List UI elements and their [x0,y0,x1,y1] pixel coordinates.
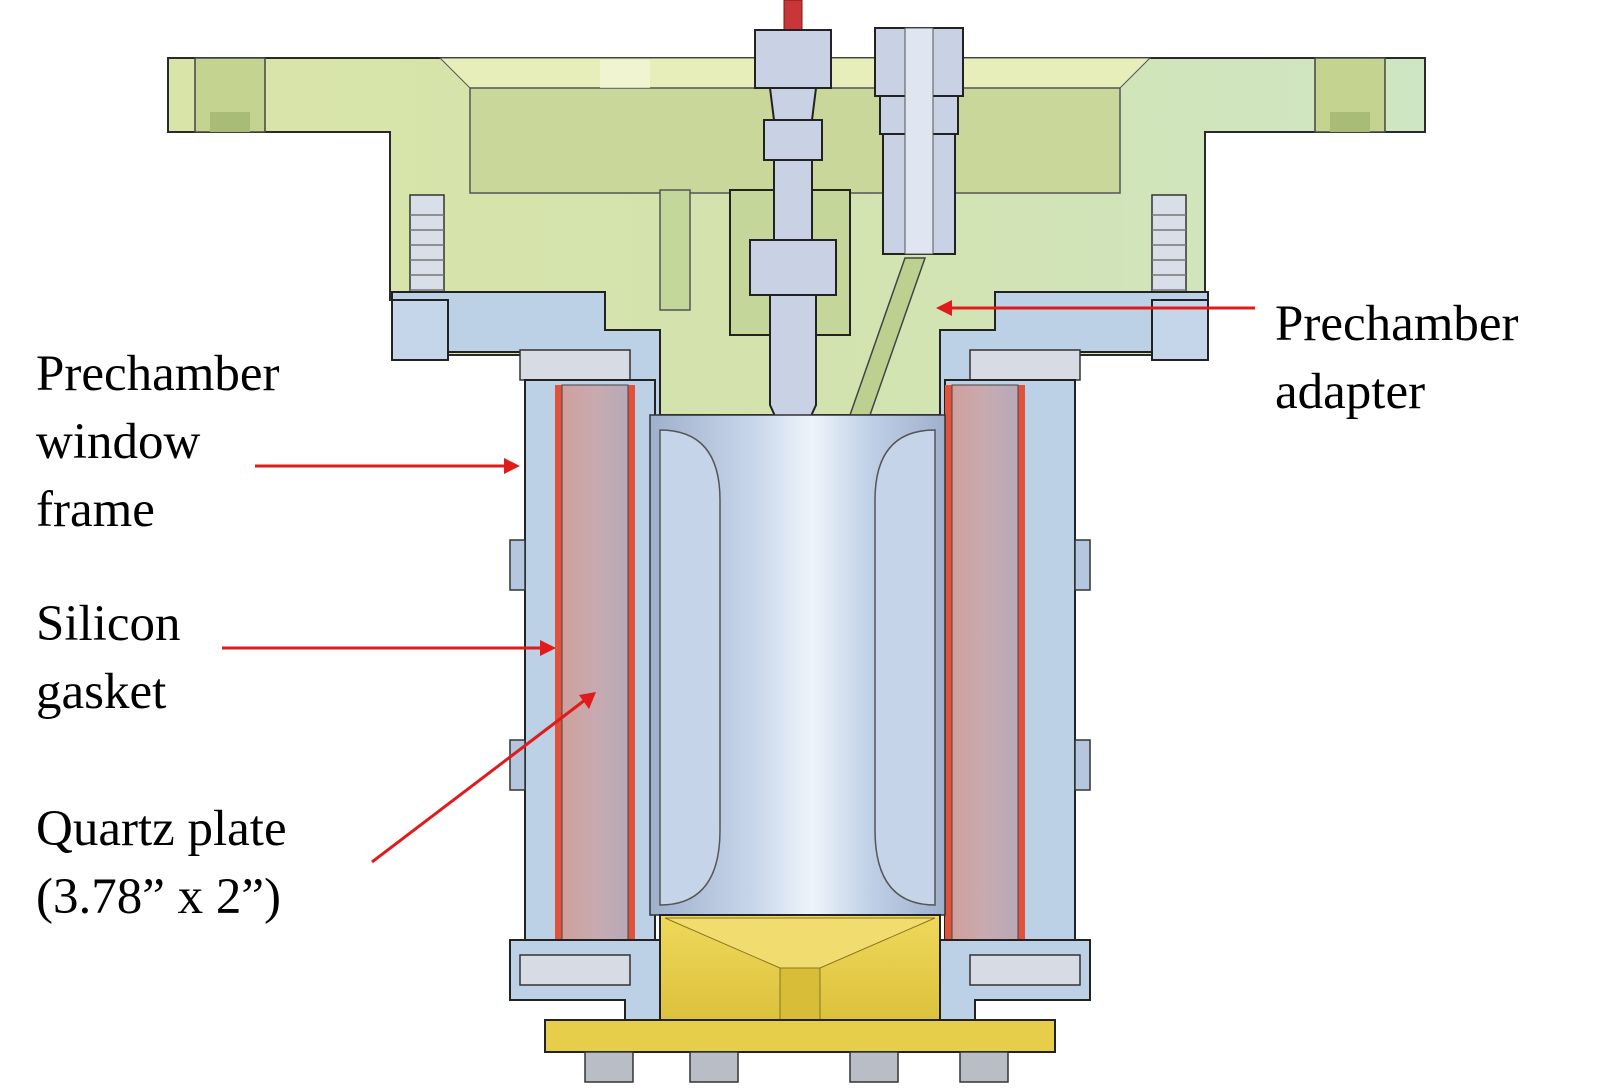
silicon-gasket-left-outer [555,385,562,940]
label-silicon-gasket-line-1: Silicon [36,596,181,652]
gas-fitting [874,27,964,255]
silicon-gasket-left-inner [628,385,635,940]
label-prechamber-adapter-line-1: Prechamber [1275,296,1519,352]
label-quartz-plate-line-1: Quartz plate [36,801,287,857]
label-window-frame-line-1: Prechamber [36,346,280,402]
arrow-silicon-gasket [222,640,556,656]
label-window-frame-line-2: window [36,414,201,470]
quartz-plate-right [951,384,1019,941]
arrow-window-frame [255,458,520,474]
label-quartz-plate: Quartz plate (3.78” x 2”) [36,795,287,931]
quartz-plate-left [561,384,629,941]
silicon-gasket-right-inner [945,385,952,940]
label-prechamber-adapter-line-2: adapter [1275,364,1426,420]
spark-plug [749,29,837,441]
label-window-frame: Prechamber window frame [36,340,280,544]
arrow-prechamber-adapter [936,300,1255,316]
label-silicon-gasket: Silicon gasket [36,590,181,726]
arrow-quartz-plate [371,692,596,864]
label-silicon-gasket-line-2: gasket [36,664,167,720]
label-window-frame-line-3: frame [36,482,155,538]
silicon-gasket-right-outer [1018,385,1025,940]
label-quartz-plate-line-2: (3.78” x 2”) [36,869,281,925]
label-prechamber-adapter: Prechamber adapter [1275,290,1519,426]
bottom-cap [544,914,1056,1083]
